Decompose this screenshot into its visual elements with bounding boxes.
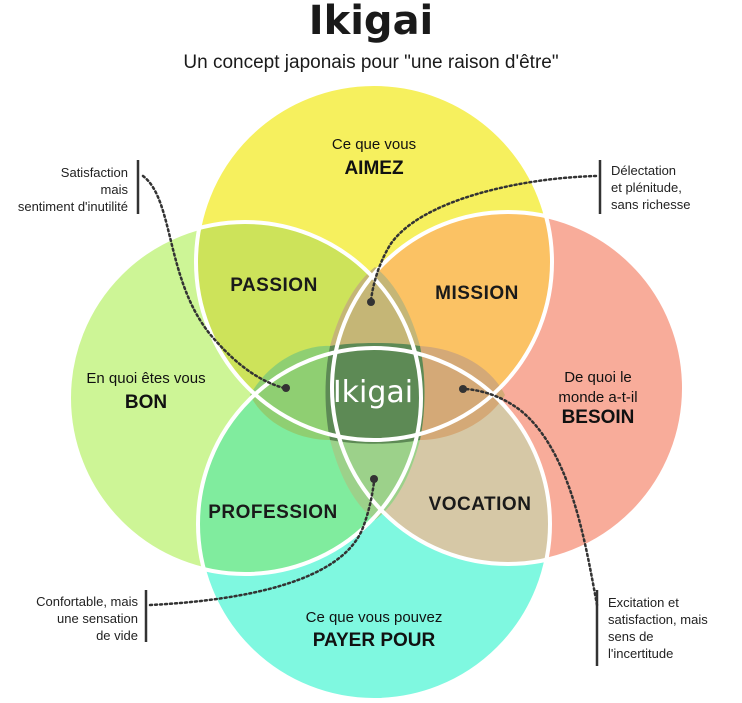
note-top-right-line3: sans richesse: [611, 197, 690, 212]
label-ikigai-center: Ikigai: [333, 375, 413, 410]
note-bottom-left-connector: [148, 480, 376, 607]
note-top-right-line2: et plénitude,: [611, 180, 682, 195]
label-vocation: VOCATION: [429, 494, 532, 515]
note-bottom-right-line1: Excitation et: [608, 595, 679, 610]
note-top-left-line2: mais: [101, 182, 129, 197]
note-bottom-right-line4: l'incertitude: [608, 646, 673, 661]
label-profession: PROFESSION: [208, 502, 338, 523]
note-bottom-right-line2: satisfaction, mais: [608, 612, 708, 627]
page-title: Ikigai: [309, 0, 434, 44]
note-bottom-right-line3: sens de: [608, 629, 654, 644]
note-top-right-dot: [367, 298, 375, 306]
bon-line1: En quoi êtes vous: [86, 370, 205, 387]
aimez-line2: AIMEZ: [344, 158, 404, 179]
lens-right-cell: [420, 346, 505, 440]
label-passion: PASSION: [230, 275, 318, 296]
center-ikigai-cell: [325, 343, 425, 444]
bon-line2: BON: [125, 392, 167, 413]
note-bottom-left-line2: une sensation: [57, 611, 138, 626]
note-bottom-right-dot: [459, 385, 467, 393]
aimez-line1: Ce que vous: [332, 136, 416, 153]
lens-top-cell: [330, 267, 420, 346]
label-mission: MISSION: [435, 283, 519, 304]
payer-line2: PAYER POUR: [313, 630, 436, 651]
besoin-line1: De quoi le: [564, 369, 632, 386]
note-top-right-connector: [369, 174, 598, 302]
lens-left-cell: [250, 345, 330, 440]
circle-outlines: [67, 82, 686, 702]
note-top-left-line1: Satisfaction: [61, 165, 128, 180]
note-bottom-left-line1: Confortable, mais: [36, 594, 138, 609]
note-top-left-dot: [282, 384, 290, 392]
note-bottom-right-connector: [463, 387, 599, 607]
payer-line1: Ce que vous pouvez: [306, 609, 443, 626]
note-bottom-left-dot: [370, 475, 378, 483]
besoin-line3: BESOIN: [562, 407, 635, 428]
note-top-right-line1: Délectation: [611, 163, 676, 178]
note-bottom-left-line3: de vide: [96, 628, 138, 643]
page-subtitle: Un concept japonais pour "une raison d'ê…: [183, 52, 558, 73]
note-top-left-connector: [141, 174, 286, 390]
besoin-line2: monde a-t-il: [558, 389, 637, 406]
note-top-left-line3: sentiment d'inutilité: [18, 199, 128, 214]
